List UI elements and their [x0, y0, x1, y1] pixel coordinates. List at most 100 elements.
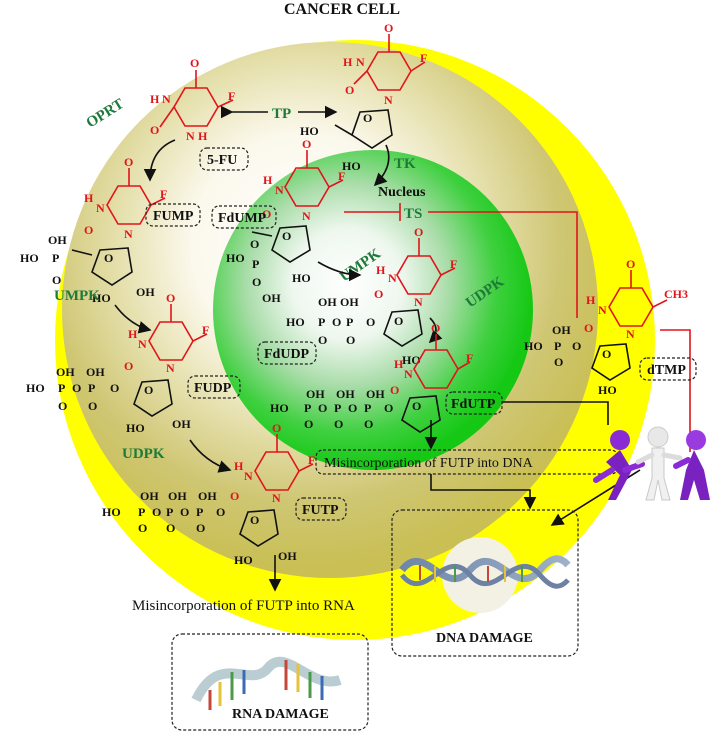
label-box-fudp [187, 375, 241, 399]
atom-o: O [584, 321, 593, 335]
label-misincorp-rna: Misincorporation of FUTP into RNA [132, 598, 355, 614]
atom-o: O [88, 399, 97, 413]
atom-oh: OH [198, 489, 217, 503]
atom-h: H [343, 55, 353, 69]
atom-o: O [110, 381, 119, 395]
atom-f: F [202, 323, 209, 337]
nucleus [213, 150, 533, 470]
atom-o: O [124, 155, 133, 169]
atom-oh: OH [340, 295, 359, 309]
5fu-structure: O F H N O N H [150, 56, 235, 143]
atom-f: F [420, 51, 427, 65]
atom-o: O [144, 383, 153, 397]
atom-o: O [230, 489, 239, 503]
dna-shadow [442, 537, 518, 613]
enzyme-udpk-cytoplasm: UDPK [122, 446, 165, 462]
atom-ho: HO [126, 421, 145, 435]
fighting-figures-icon [593, 426, 710, 501]
atom-o: O [250, 237, 259, 251]
atom-o: O [572, 339, 581, 353]
atom-ho: HO [102, 505, 121, 519]
atom-n: N [186, 129, 195, 143]
atom-o: O [374, 287, 383, 301]
atom-f: F [450, 257, 457, 271]
enzyme-umpk-cytoplasm: UMPK [54, 288, 100, 304]
label-box-dtmp [639, 357, 697, 381]
atom-oh: OH [86, 365, 105, 379]
label-dna-damage: DNA DAMAGE [436, 631, 533, 646]
atom-o: O [196, 521, 205, 535]
label-5fu: 5-FU [207, 153, 237, 168]
atom-oh: OH [262, 291, 281, 305]
atom-oh: OH [48, 233, 67, 247]
atom-f: F [228, 89, 235, 103]
enzyme-tk: TK [394, 156, 416, 172]
atom-oh: OH [306, 387, 325, 401]
atom-o: O [166, 291, 175, 305]
atom-ho: HO [226, 251, 245, 265]
atom-oh: OH [136, 285, 155, 299]
atom-p: P [88, 381, 95, 395]
enzyme-ts: TS [404, 206, 422, 222]
label-dtmp: dTMP [647, 363, 686, 378]
atom-ho: HO [286, 315, 305, 329]
atom-h: H [84, 191, 94, 205]
atom-o: O [394, 314, 403, 328]
atom-p: P [304, 401, 311, 415]
atom-p: P [52, 251, 59, 265]
atom-o: O [390, 383, 399, 397]
label-rna-damage: RNA DAMAGE [232, 707, 329, 722]
atom-ho: HO [92, 291, 111, 305]
atom-o: O [384, 401, 393, 415]
atom-o: O [346, 333, 355, 347]
atom-o: O [152, 505, 161, 519]
atom-n: N [404, 367, 413, 381]
atom-n: N [356, 55, 365, 69]
label-misincorp-dna: Misincorporation of FUTP into DNA [324, 456, 534, 471]
atom-n: N [272, 491, 281, 505]
atom-p: P [138, 505, 145, 519]
atom-h: H [198, 129, 208, 143]
futp-structure: O F H N O N O OH OH OH HO P O P O P O O … [102, 421, 315, 567]
label-box-fdudp [257, 341, 317, 365]
atom-o: O [250, 513, 259, 527]
atom-oh: OH [140, 489, 159, 503]
atom-o: O [364, 417, 373, 431]
atom-f: F [308, 453, 315, 467]
atom-o: O [363, 111, 372, 125]
atom-o: O [124, 359, 133, 373]
atom-ho: HO [20, 251, 39, 265]
atom-o: O [302, 137, 311, 151]
atom-p: P [196, 505, 203, 519]
atom-n: N [275, 183, 284, 197]
atom-o: O [166, 521, 175, 535]
atom-ho: HO [598, 383, 617, 397]
label-fudp: FUDP [194, 381, 232, 396]
atom-p: P [364, 401, 371, 415]
atom-o: O [304, 417, 313, 431]
atom-p: P [554, 339, 561, 353]
atom-n: N [138, 337, 147, 351]
atom-o: O [332, 315, 341, 329]
label-futp: FUTP [302, 503, 339, 518]
atom-o: O [180, 505, 189, 519]
atom-oh: OH [366, 387, 385, 401]
atom-ho: HO [300, 124, 319, 138]
fdump-structure: O F H N O N O O HO P O OH HO [226, 137, 345, 305]
atom-o: O [58, 399, 67, 413]
atom-ho: HO [26, 381, 45, 395]
label-box-fdump [211, 205, 277, 229]
atom-n: N [626, 327, 635, 341]
atom-o: O [138, 521, 147, 535]
atom-h: H [586, 293, 596, 307]
atom-p: P [166, 505, 173, 519]
atom-p: P [346, 315, 353, 329]
label-box-5fu [199, 147, 249, 171]
atom-n: N [244, 469, 253, 483]
atom-o: O [262, 207, 271, 221]
atom-n: N [124, 227, 133, 241]
atom-n: N [414, 295, 423, 309]
atom-h: H [128, 327, 138, 341]
